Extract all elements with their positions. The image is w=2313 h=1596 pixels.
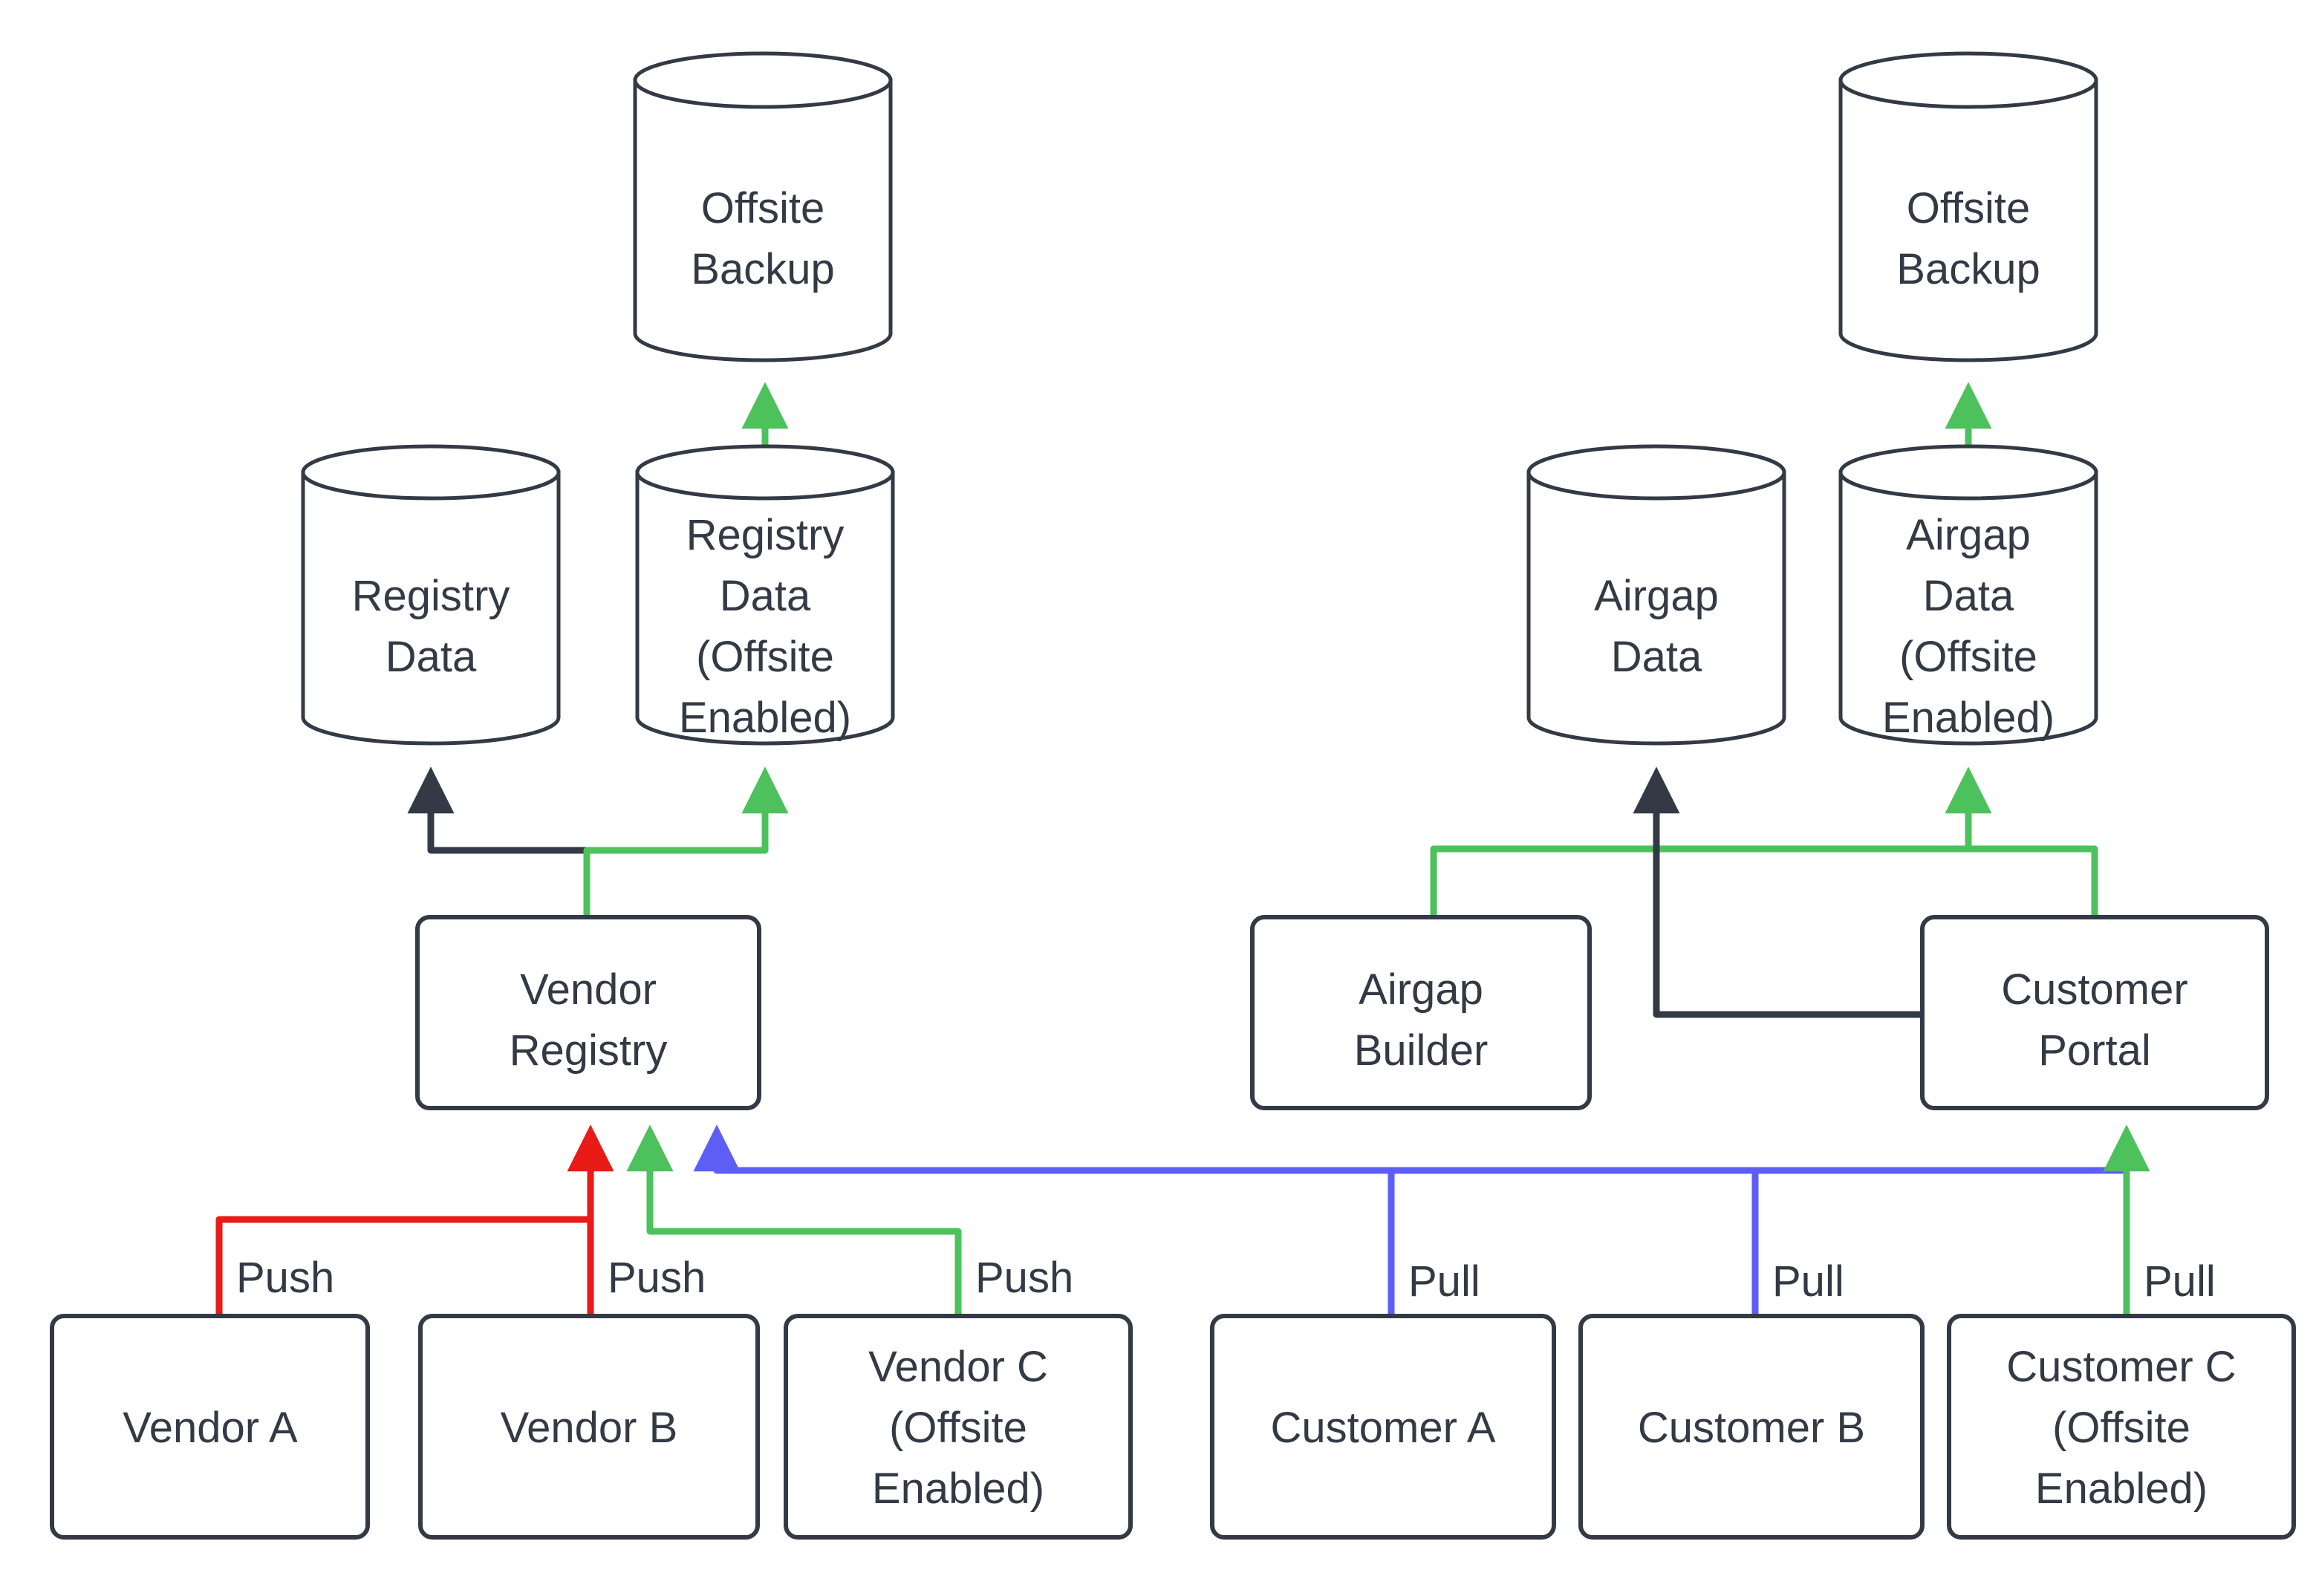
node-registry-data-offsite[interactable]: Registry Data (Offsite Enabled) — [635, 444, 895, 746]
node-label: Customer B — [1638, 1404, 1865, 1452]
node-offsite-backup-left[interactable]: Offsite Backup — [633, 51, 893, 362]
node-label: Enabled) — [2035, 1465, 2208, 1513]
node-label: Enabled) — [1882, 694, 2055, 742]
node-label: Enabled) — [679, 694, 851, 742]
node-vendor-c[interactable]: Vendor C (Offsite Enabled) — [784, 1314, 1133, 1540]
node-vendor-b[interactable]: Vendor B — [418, 1314, 760, 1540]
node-registry-data[interactable]: Registry Data — [301, 444, 561, 746]
edge-vendor-a-push — [215, 1216, 591, 1316]
node-label: (Offsite — [889, 1404, 1027, 1452]
edge-customer-a-pull — [693, 1124, 1395, 1316]
node-label: Registry — [510, 1026, 668, 1075]
edge-label-customer-c-pull: Pull — [2144, 1257, 2216, 1306]
node-label: Customer A — [1271, 1404, 1496, 1452]
node-label: Vendor B — [501, 1404, 678, 1452]
edge-label-customer-b-pull: Pull — [1772, 1257, 1844, 1306]
node-label: Data — [720, 572, 811, 620]
edge-vendor-registry-to-registry-data-offsite — [583, 766, 789, 917]
node-airgap-builder[interactable]: Airgap Builder — [1250, 915, 1592, 1110]
node-label: (Offsite — [696, 633, 834, 681]
node-label: Customer — [2001, 965, 2187, 1014]
node-label: Data — [386, 633, 477, 681]
node-label: Builder — [1354, 1026, 1489, 1075]
edge-customer-portal-to-airgap-data-offsite — [1968, 845, 2098, 917]
node-offsite-backup-right[interactable]: Offsite Backup — [1838, 51, 2098, 362]
edge-vendor-registry-to-registry-data — [407, 766, 591, 917]
node-airgap-data[interactable]: Airgap Data — [1526, 444, 1786, 746]
node-label: (Offsite — [2052, 1404, 2190, 1452]
node-label: (Offsite — [1899, 633, 2037, 681]
edge-customer-portal-to-airgap-data — [1633, 766, 1922, 1018]
node-label: Customer C — [2006, 1343, 2236, 1391]
node-label: Vendor A — [123, 1404, 298, 1452]
node-customer-b[interactable]: Customer B — [1578, 1314, 1925, 1540]
edge-airgap-builder-to-airgap-data-offsite — [1430, 766, 1992, 917]
node-label: Offsite — [1907, 184, 2031, 232]
node-label: Airgap — [1359, 965, 1483, 1014]
edge-label-vendor-c-push: Push — [975, 1254, 1073, 1302]
node-customer-portal[interactable]: Customer Portal — [1920, 915, 2269, 1110]
node-label: Data — [1611, 633, 1702, 681]
edge-label-customer-a-pull: Pull — [1408, 1257, 1480, 1306]
node-vendor-a[interactable]: Vendor A — [50, 1314, 370, 1540]
node-label: Data — [1923, 572, 2014, 620]
node-label: Airgap — [1906, 511, 2031, 559]
node-label: Portal — [2038, 1026, 2151, 1075]
node-label: Backup — [1896, 245, 2040, 293]
edge-label-vendor-a-push: Push — [236, 1254, 334, 1302]
node-airgap-data-offsite[interactable]: Airgap Data (Offsite Enabled) — [1838, 444, 2098, 746]
node-label: Registry — [686, 511, 845, 559]
node-label: Vendor — [520, 965, 657, 1014]
node-customer-a[interactable]: Customer A — [1210, 1314, 1556, 1540]
node-label: Airgap — [1594, 572, 1719, 620]
edge-vendor-c-push — [626, 1124, 962, 1316]
node-label: Offsite — [701, 184, 825, 232]
node-label: Enabled) — [872, 1465, 1044, 1513]
edge-label-vendor-b-push: Push — [608, 1254, 706, 1302]
node-label: Backup — [691, 245, 834, 293]
node-label: Vendor C — [868, 1343, 1048, 1391]
node-label: Registry — [352, 572, 510, 620]
node-vendor-registry[interactable]: Vendor Registry — [415, 915, 761, 1110]
node-customer-c[interactable]: Customer C (Offsite Enabled) — [1947, 1314, 2296, 1540]
